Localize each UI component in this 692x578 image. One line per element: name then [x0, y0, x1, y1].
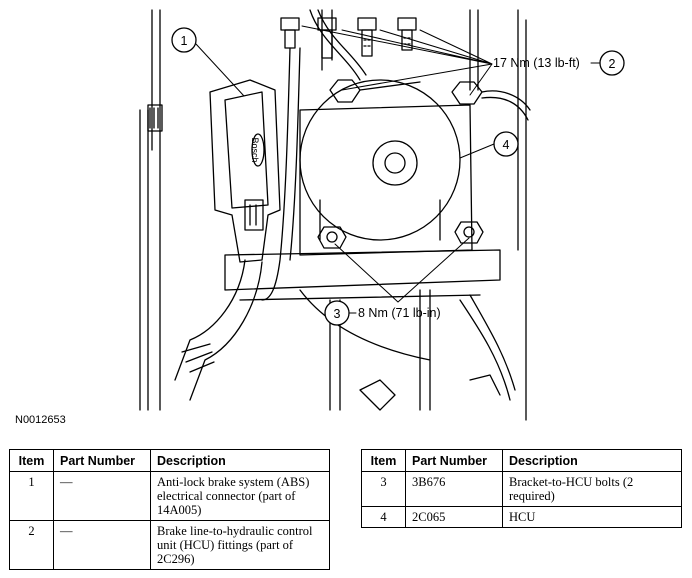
row-description: HCU: [502, 506, 682, 528]
left-frame-rail: [151, 9, 161, 411]
callout-4-number: 4: [503, 138, 510, 152]
table-header-row: Item Part Number Description: [9, 449, 330, 472]
table-header-row: Item Part Number Description: [361, 449, 682, 472]
callout-2-circle: [599, 50, 625, 76]
row-description: Anti-lock brake system (ABS) electrical …: [150, 471, 330, 521]
callout-3-leaders: [334, 237, 470, 303]
wiring-harness: [174, 259, 263, 401]
lower-lines: [299, 289, 431, 411]
callout-4-circle: [493, 131, 519, 157]
left-clip: [147, 104, 163, 132]
left-tube: [139, 109, 149, 411]
brake-line-d: [469, 9, 479, 91]
header-part-number: Part Number: [53, 449, 151, 472]
brake-line-c: [309, 9, 367, 81]
row-item: 3: [361, 471, 406, 507]
callout-4-leader: [459, 143, 495, 159]
table-row: 4 2C065 HCU: [361, 506, 682, 528]
callout-1-circle: [171, 27, 197, 53]
hcu-pump-motor: [299, 79, 461, 241]
hcu-line-drawing: Bosch 1 17 Nm (13 lb-ft) 2 3 8 Nm (71 lb…: [139, 9, 625, 421]
header-part-number: Part Number: [405, 449, 503, 472]
callout-1-number: 1: [181, 34, 188, 48]
mounting-bracket: [224, 249, 501, 301]
row-part-number: 2C065: [405, 506, 503, 528]
callout-3-torque: 8 Nm (71 lb-in): [358, 306, 441, 320]
header-description: Description: [150, 449, 330, 472]
callout-2-leaders: [301, 25, 493, 96]
row-part-number: —: [53, 520, 151, 570]
table-row: 1 — Anti-lock brake system (ABS) electri…: [9, 471, 330, 521]
row-item: 4: [361, 506, 406, 528]
callout-2-number: 2: [609, 57, 616, 71]
top-bolts: [280, 17, 417, 59]
bracket-bolts: [317, 221, 484, 249]
header-description: Description: [502, 449, 682, 472]
row-part-number: —: [53, 471, 151, 521]
figure-id: N0012653: [15, 414, 66, 426]
callout-3-number: 3: [334, 307, 341, 321]
callout-2-torque: 17 Nm (13 lb-ft): [493, 56, 580, 70]
row-part-number: 3B676: [405, 471, 503, 507]
row-item: 1: [9, 471, 54, 521]
right-frame-rail: [517, 9, 527, 421]
row-description: Bracket-to-HCU bolts (2 required): [502, 471, 682, 507]
hcu-body: [299, 104, 473, 256]
row-item: 2: [9, 520, 54, 570]
connector-label: Bosch: [250, 137, 260, 162]
table-row: 3 3B676 Bracket-to-HCU bolts (2 required…: [361, 471, 682, 507]
header-item: Item: [361, 449, 406, 472]
row-description: Brake line-to-hydraulic control unit (HC…: [150, 520, 330, 570]
parts-table-left: Item Part Number Description 1 — Anti-lo…: [9, 449, 330, 570]
brake-line-a: [261, 47, 301, 301]
table-row: 2 — Brake line-to-hydraulic control unit…: [9, 520, 330, 570]
callout-1-leader: [195, 43, 245, 97]
header-item: Item: [9, 449, 54, 472]
parts-table-right: Item Part Number Description 3 3B676 Bra…: [361, 449, 682, 528]
abs-electrical-connector: [209, 79, 281, 263]
abs-hcu-illustration: Bosch 1 17 Nm (13 lb-ft) 2 3 8 Nm (71 lb…: [139, 9, 625, 421]
